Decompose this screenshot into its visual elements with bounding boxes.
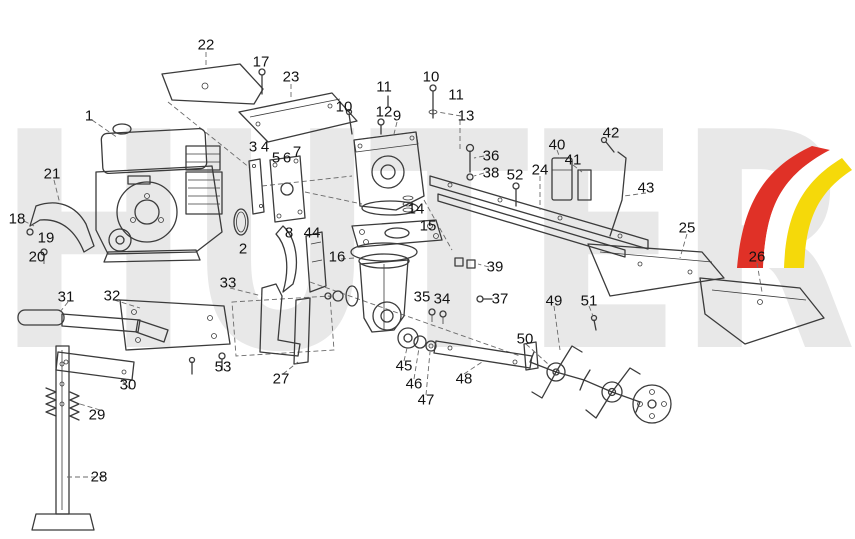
callout-label-27: 27: [272, 370, 290, 388]
gearbox-assembly: [324, 242, 437, 352]
bolt-17: [258, 68, 266, 95]
callout-label-15: 15: [419, 217, 437, 235]
callout-label-14: 14: [407, 200, 425, 218]
right-guard-25: [587, 243, 725, 297]
leader-lines: [23, 52, 763, 478]
callout-label-45: 45: [395, 357, 413, 375]
callout-label-48: 48: [455, 370, 473, 388]
callout-label-49: 49: [545, 292, 563, 310]
depth-bracket-group: [551, 136, 627, 237]
callout-label-50: 50: [516, 330, 534, 348]
callout-label-37: 37: [491, 290, 509, 308]
top-guard-plate-23: [238, 92, 358, 143]
callout-label-22: 22: [197, 36, 215, 54]
callout-label-13: 13: [457, 107, 475, 125]
stand-assembly: [31, 345, 135, 531]
callout-label-20: 20: [28, 248, 46, 266]
spring-and-plate: [351, 195, 443, 248]
callout-label-9: 9: [392, 107, 402, 125]
callout-label-23: 23: [282, 68, 300, 86]
top-bolts-group: [345, 84, 438, 135]
callout-label-25: 25: [678, 219, 696, 237]
tine-assembly-right: [583, 314, 672, 424]
callout-label-44: 44: [303, 224, 321, 242]
lower-bracket-group: [188, 283, 311, 375]
callout-label-1: 1: [84, 107, 94, 125]
callout-label-7: 7: [292, 143, 302, 161]
callout-label-41: 41: [564, 151, 582, 169]
callout-label-51: 51: [580, 292, 598, 310]
tine-assembly-left: [523, 341, 585, 399]
callout-label-53: 53: [214, 358, 232, 376]
handlebar-group: [17, 299, 231, 351]
callout-label-16: 16: [328, 248, 346, 266]
callout-label-28: 28: [90, 468, 108, 486]
output-shaft-48: [433, 340, 533, 369]
callout-label-42: 42: [602, 124, 620, 142]
drag-rail-24: [429, 175, 649, 258]
callout-label-38: 38: [482, 164, 500, 182]
callout-label-12: 12: [375, 103, 393, 121]
logo-flag-shapes: [737, 146, 852, 268]
callout-label-21: 21: [43, 165, 61, 183]
callout-label-40: 40: [548, 136, 566, 154]
callout-label-29: 29: [88, 406, 106, 424]
callout-label-18: 18: [8, 210, 26, 228]
right-guard-26: [699, 277, 825, 345]
callout-label-32: 32: [103, 287, 121, 305]
small-hardware-group: [428, 143, 520, 324]
callout-label-35: 35: [413, 288, 431, 306]
huter-watermark-text: HUTER: [0, 69, 855, 418]
callout-label-24: 24: [531, 161, 549, 179]
callout-label-39: 39: [486, 258, 504, 276]
callout-label-2: 2: [238, 240, 248, 258]
callout-label-5: 5: [271, 149, 281, 167]
engine-illustration: [95, 123, 223, 263]
callout-label-46: 46: [405, 375, 423, 393]
callout-label-3: 3: [248, 138, 258, 156]
callout-label-19: 19: [37, 229, 55, 247]
callout-label-30: 30: [119, 376, 137, 394]
callout-label-6: 6: [282, 149, 292, 167]
callout-label-33: 33: [219, 274, 237, 292]
callout-label-17: 17: [252, 53, 270, 71]
callout-label-11: 11: [448, 86, 464, 104]
callout-label-47: 47: [417, 391, 435, 409]
callout-label-52: 52: [506, 166, 524, 184]
left-support-bracket: [26, 202, 95, 264]
callout-label-26: 26: [748, 248, 766, 266]
callout-label-10: 10: [335, 98, 353, 116]
assembly-axis-lines: [167, 101, 521, 357]
top-guard-plate-22: [161, 63, 264, 105]
callout-label-8: 8: [284, 224, 294, 242]
callout-label-36: 36: [482, 147, 500, 165]
callout-label-34: 34: [433, 290, 451, 308]
callout-label-4: 4: [260, 138, 270, 156]
callout-label-31: 31: [57, 288, 75, 306]
callout-label-11: 11: [376, 78, 392, 96]
flange-plates-group: [233, 155, 327, 293]
transmission-housing-9: [353, 131, 425, 216]
callout-label-43: 43: [637, 179, 655, 197]
callout-label-10: 10: [422, 68, 440, 86]
